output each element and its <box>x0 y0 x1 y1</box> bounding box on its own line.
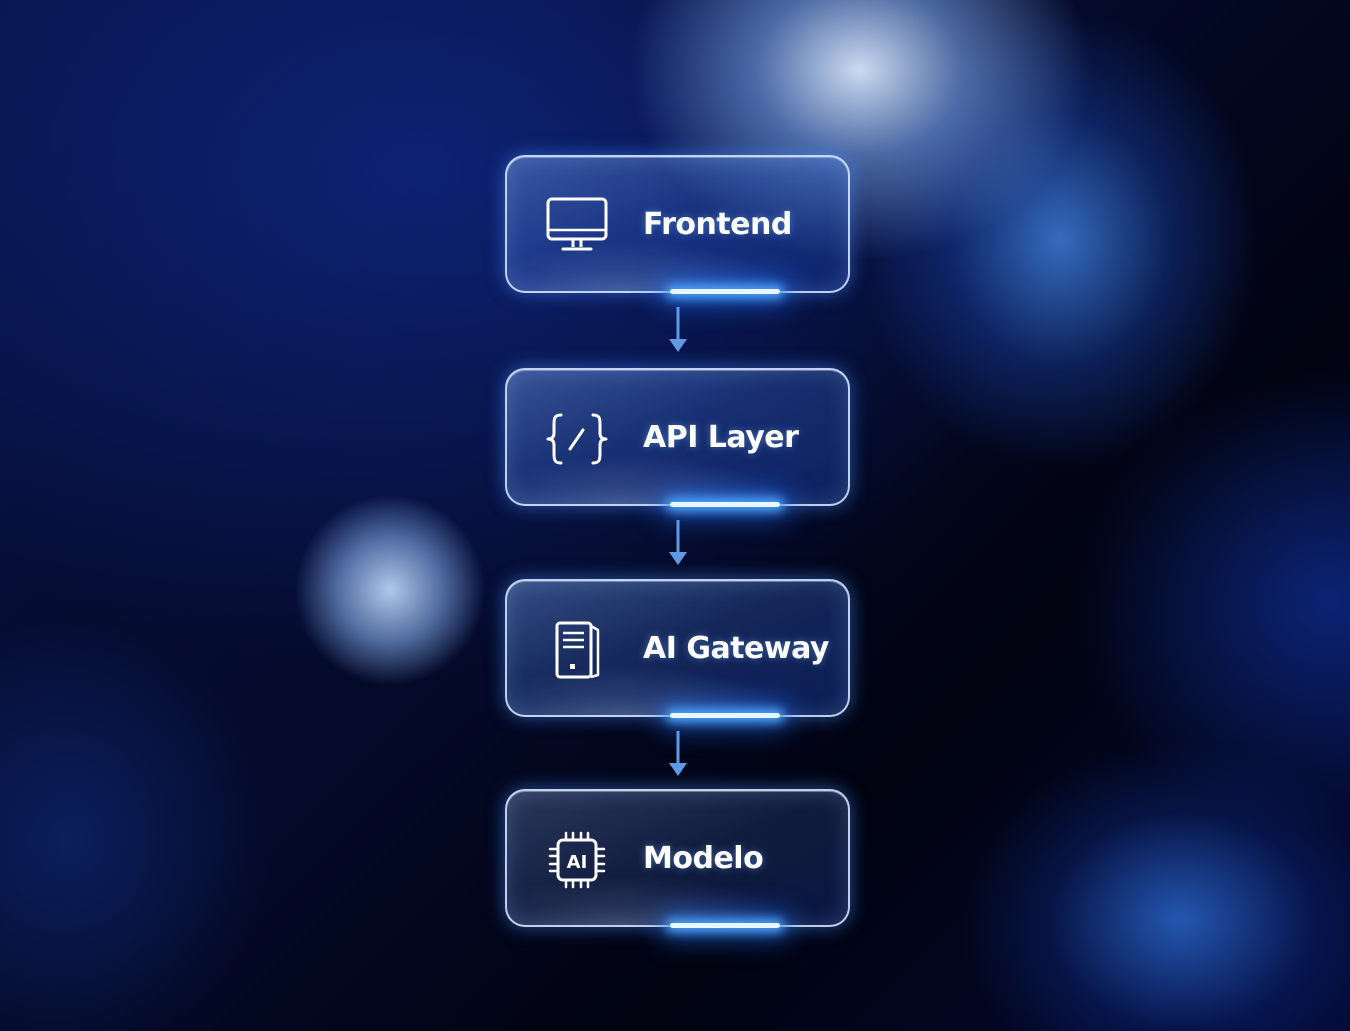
node-glow <box>669 502 780 507</box>
arrow-connector <box>669 731 687 776</box>
arrow-connector <box>669 520 687 565</box>
node-label: Frontend <box>643 206 792 242</box>
node-label: API Layer <box>643 419 799 455</box>
node-frontend: Frontend <box>505 155 850 294</box>
node-label: AI Gateway <box>643 630 829 666</box>
node-glow <box>669 923 780 928</box>
node-label: Modelo <box>643 840 764 876</box>
node-ai-gateway: AI Gateway <box>505 579 850 718</box>
node-modelo: AI Modelo <box>505 789 850 928</box>
server-icon <box>545 620 609 680</box>
node-glow <box>669 713 780 718</box>
ai-chip-icon: AI <box>545 830 609 890</box>
node-glow <box>669 289 780 294</box>
monitor-icon <box>545 196 609 256</box>
ai-chip-text: AI <box>567 852 588 873</box>
node-api-layer: API Layer <box>505 368 850 507</box>
code-braces-icon <box>545 409 609 469</box>
arrow-connector <box>669 307 687 352</box>
